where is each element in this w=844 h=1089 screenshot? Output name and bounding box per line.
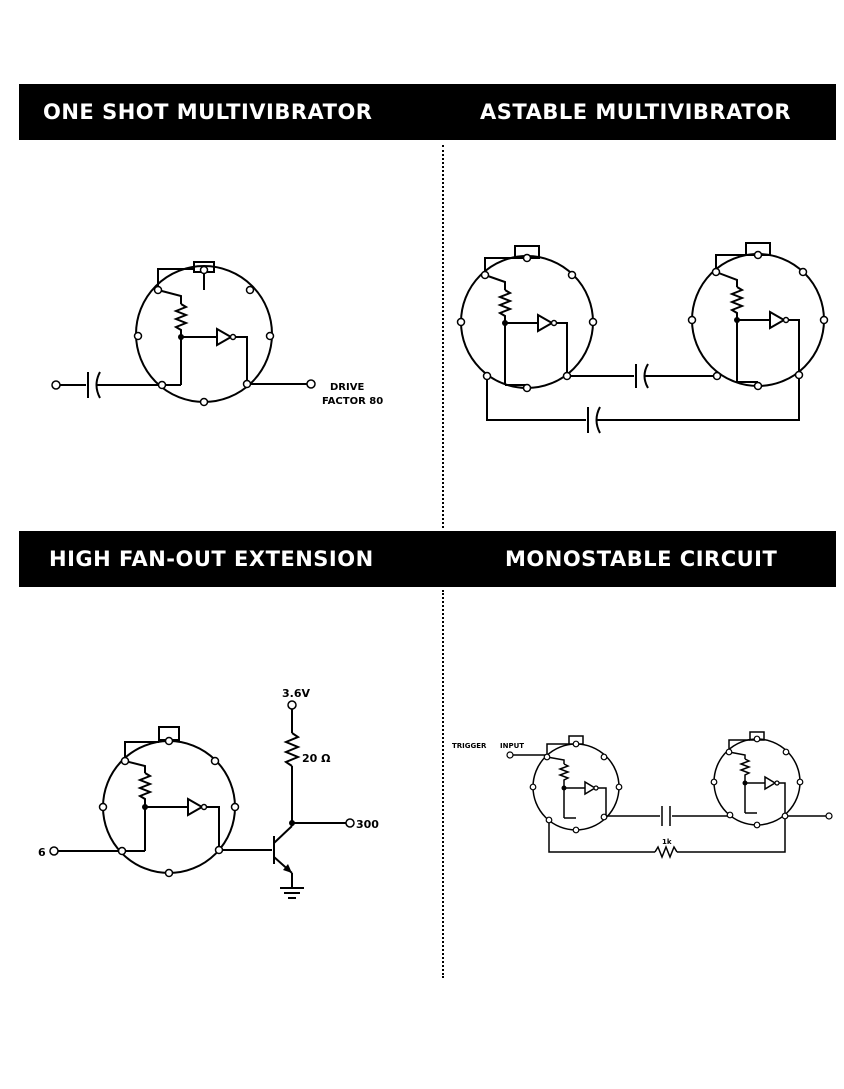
supply-label: 3.6V bbox=[282, 687, 310, 700]
factor-label: FACTOR 80 bbox=[322, 396, 383, 407]
trigger-label: TRIGGER bbox=[452, 742, 487, 750]
astable-circuit bbox=[456, 242, 829, 434]
upper-divider bbox=[442, 145, 444, 528]
one-shot-title: ONE SHOT MULTIVIBRATOR bbox=[43, 100, 373, 124]
high-fan-out-circuit: 3.6V 20 Ω 300 6 bbox=[38, 687, 379, 899]
resistor-label: 20 Ω bbox=[302, 752, 331, 765]
monostable-title: MONOSTABLE CIRCUIT bbox=[505, 547, 778, 571]
top-header-bar: ONE SHOT MULTIVIBRATOR ASTABLE MULTIVIBR… bbox=[19, 84, 836, 140]
drive-label: DRIVE bbox=[330, 382, 364, 393]
monostable-circuit: TRIGGER INPUT 1k bbox=[452, 731, 833, 860]
trigger-input-label: INPUT bbox=[500, 742, 524, 750]
input-label: 6 bbox=[38, 846, 46, 859]
astable-title: ASTABLE MULTIVIBRATOR bbox=[480, 100, 792, 124]
bottom-header-bar: HIGH FAN-OUT EXTENSION MONOSTABLE CIRCUI… bbox=[19, 531, 836, 587]
high-fan-out-title: HIGH FAN-OUT EXTENSION bbox=[49, 547, 374, 571]
lower-divider bbox=[442, 590, 444, 978]
monostable-resistor-label: 1k bbox=[662, 838, 672, 846]
one-shot-circuit: DRIVE FACTOR 80 bbox=[51, 261, 383, 407]
output-label: 300 bbox=[356, 818, 379, 831]
